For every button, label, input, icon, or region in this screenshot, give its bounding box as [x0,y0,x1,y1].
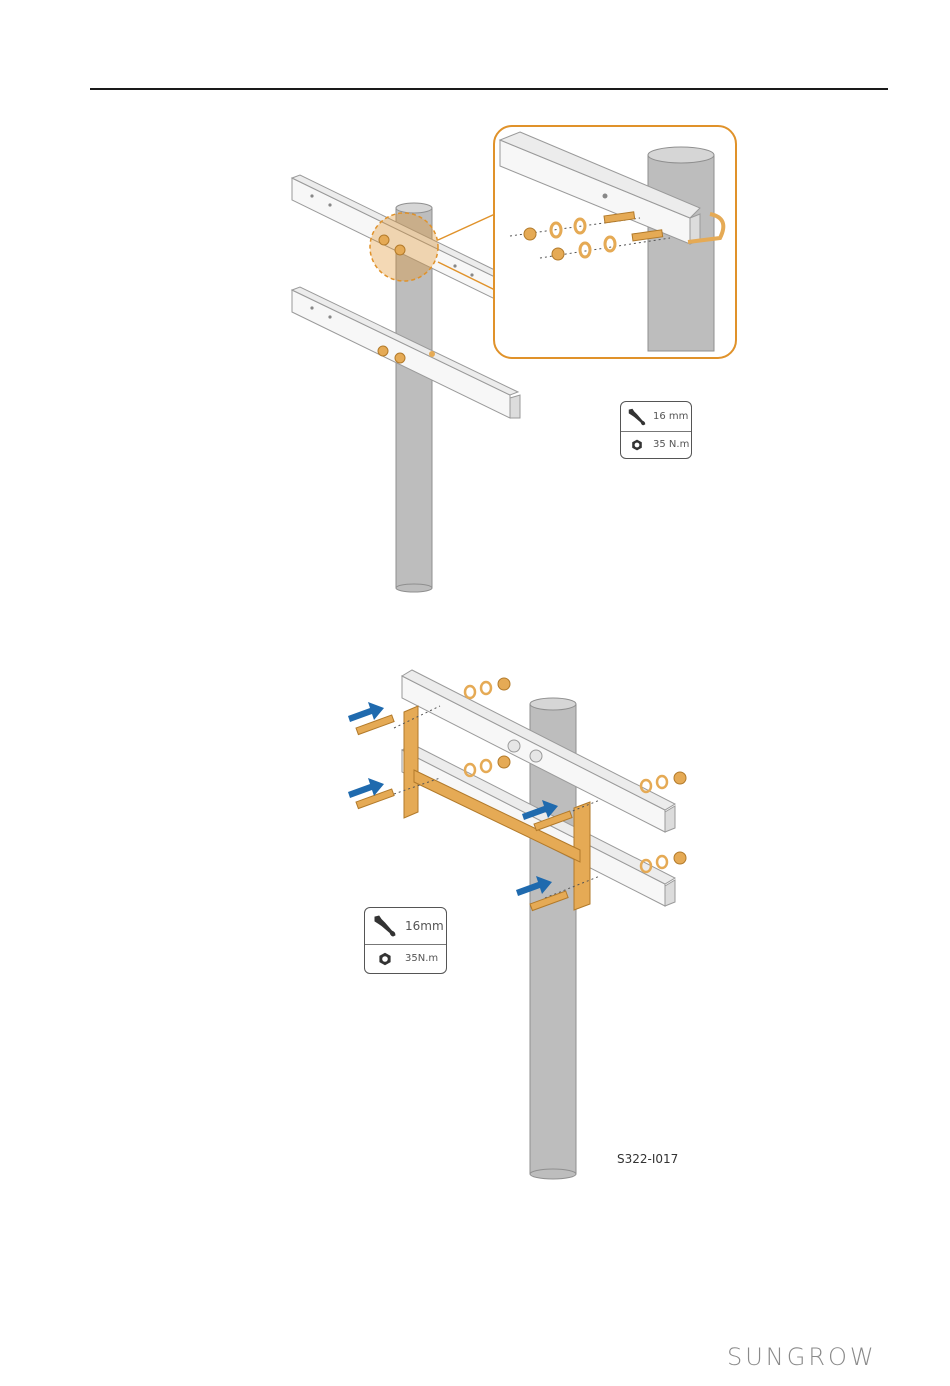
tool-spec-box-2: 16mm 35N.m [364,907,447,974]
figure-code: S322-I017 [617,1152,678,1166]
wrench-size: 16mm [405,919,444,933]
wrench-icon [365,912,405,940]
torque-row: 35N.m [365,944,446,973]
figure-2-illustration [0,0,950,1200]
wrench-row: 16mm [365,908,446,945]
hex-nut-icon [365,952,405,966]
sungrow-logo: SUNGROW [727,1343,877,1371]
torque-value: 35N.m [405,953,438,964]
